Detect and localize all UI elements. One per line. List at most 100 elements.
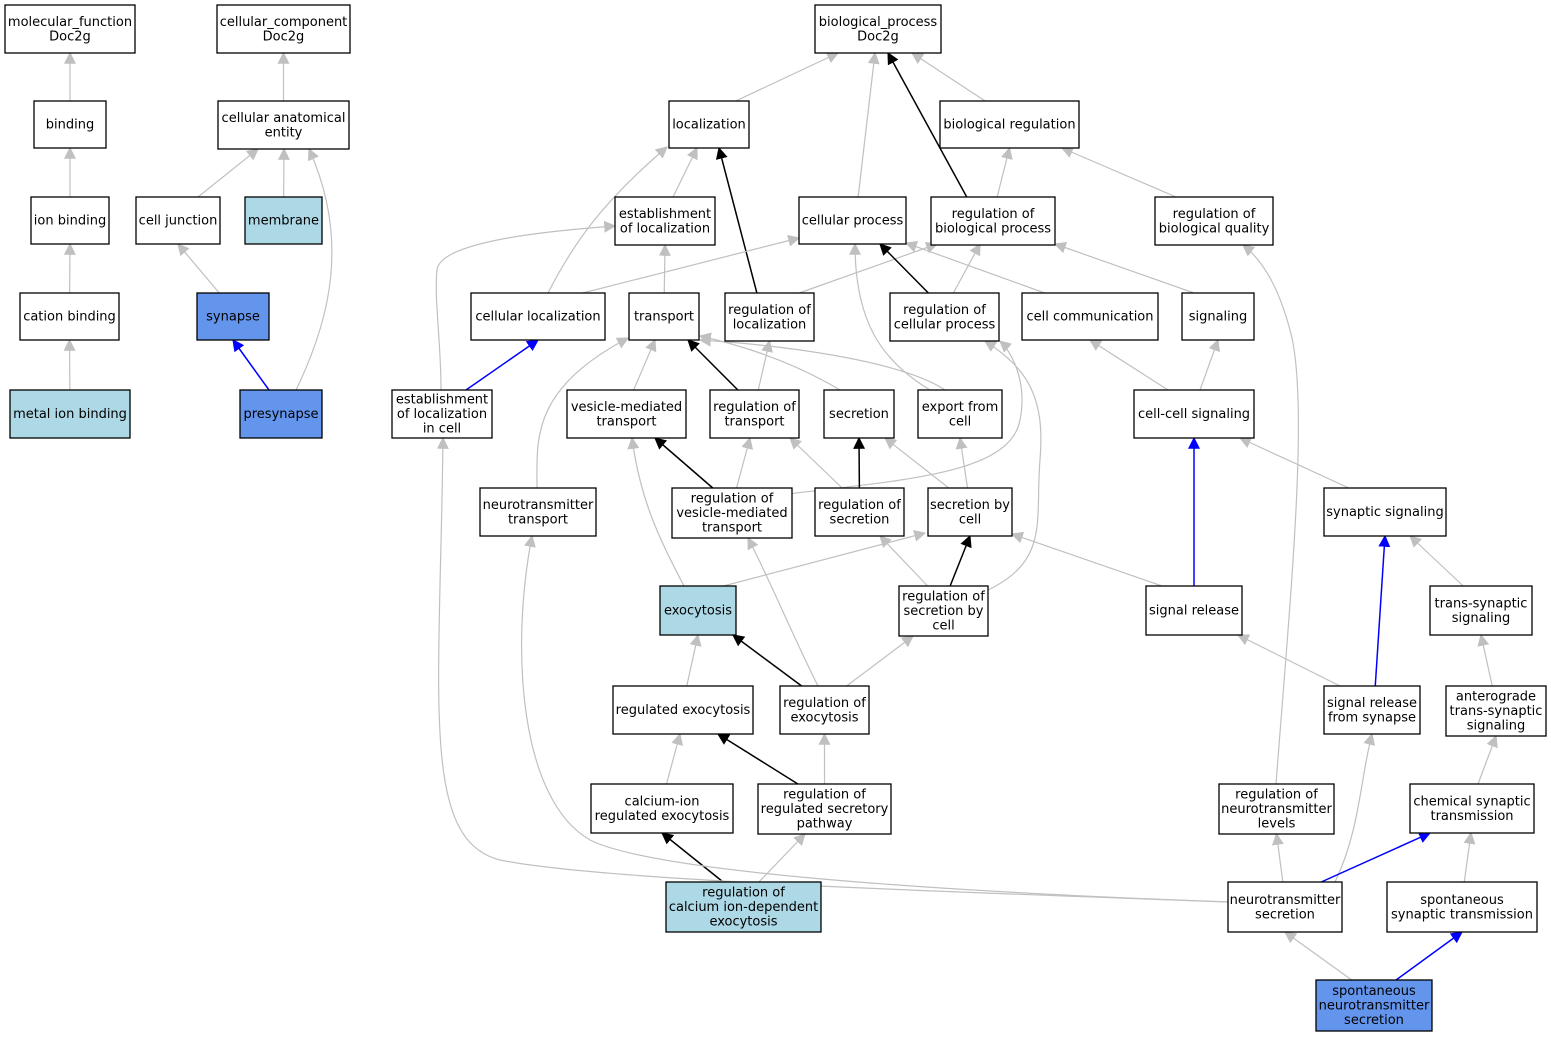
edge-spont_syn-to-chem_syn [1463,831,1476,883]
node-label: biological quality [1159,221,1270,236]
node-label: synaptic signaling [1326,505,1443,520]
node-cell-proc[interactable]: cellular process [798,196,907,245]
node-box [614,196,716,246]
node-cell-loc[interactable]: cellular localization [470,292,606,341]
node-label: secretion [829,407,889,422]
node-box [1429,585,1533,636]
node-syn-sig[interactable]: synaptic signaling [1323,487,1447,537]
node-membrane[interactable]: membrane [244,196,323,245]
node-label: of localization [620,221,710,236]
node-presynapse[interactable]: presynapse [239,389,323,439]
node-label: regulation of [903,303,986,318]
node-cell-comm[interactable]: cell communication [1021,292,1159,341]
node-box [1154,196,1274,246]
node-cell-junction[interactable]: cell junction [135,196,221,245]
edge-export_cell-to-cell_proc [849,242,931,391]
node-label: cell [959,512,981,527]
edge-synapse-to-cell_junction [177,243,220,294]
node-localization[interactable]: localization [668,100,750,149]
node-label: secretion by [930,498,1010,513]
edge-sec_by_cell-to-export_cell [955,436,969,489]
node-signaling[interactable]: signaling [1181,292,1255,341]
node-box [1386,881,1538,933]
node-secretion[interactable]: secretion [823,389,895,439]
node-label: cell communication [1026,310,1153,325]
node-box [1315,979,1433,1032]
edge-reg_vmt-to-vmt [654,437,714,489]
node-cation-binding[interactable]: cation binding [19,292,120,341]
node-label: chemical synaptic [1413,794,1530,809]
edge-reg_exo-to-exocytosis [686,633,702,687]
node-ccs[interactable]: cell-cell signaling [1133,389,1255,439]
node-binding[interactable]: binding [33,100,107,149]
edge-reg_bq-to-bioreg [1060,146,1177,198]
node-synapse[interactable]: synapse [196,292,270,341]
node-label: export from [922,400,999,415]
node-label: cell-cell signaling [1138,407,1250,422]
edge-layer [63,51,1498,981]
node-label: signal release [1149,604,1239,619]
node-box [1323,685,1421,735]
node-bioreg[interactable]: biological regulation [939,100,1080,149]
node-label: of localization [397,407,487,422]
edge-cell_proc-to-bp_root [857,51,880,198]
node-label: secretion [830,512,890,527]
node-label: transport [596,414,656,429]
edge-trans_syn-to-syn_sig [1409,535,1464,587]
node-box [9,389,131,439]
node-box [939,100,1080,149]
node-label: vesicle-mediated [676,506,787,521]
edge-ca_exo-to-reg_exo [665,732,683,785]
node-exocytosis[interactable]: exocytosis [659,585,737,636]
node-transport[interactable]: transport [628,292,700,341]
node-signal-release[interactable]: signal release [1145,585,1243,636]
edge-chem_syn-to-antero [1477,734,1498,785]
edge-localization-to-bp_root [735,52,840,102]
node-label: regulation of [713,400,796,415]
node-box [470,292,606,341]
node-box [590,783,734,834]
node-label: neurotransmitter [483,498,594,513]
node-label: exocytosis [709,915,777,930]
node-label: regulation of [783,788,866,803]
node-metal-ion[interactable]: metal ion binding [9,389,131,439]
node-reg-exo[interactable]: regulated exocytosis [612,685,754,735]
node-label: regulated exocytosis [595,809,730,824]
edge-reg_of_exo-to-reg_vmt [747,536,819,687]
node-box [1445,685,1547,737]
edge-cell_comm-to-cell_proc [904,241,1045,294]
node-ion-binding[interactable]: ion binding [30,196,110,245]
edge-nt_secretion-to-nt_transport [521,534,1229,903]
node-label: transport [634,310,694,325]
